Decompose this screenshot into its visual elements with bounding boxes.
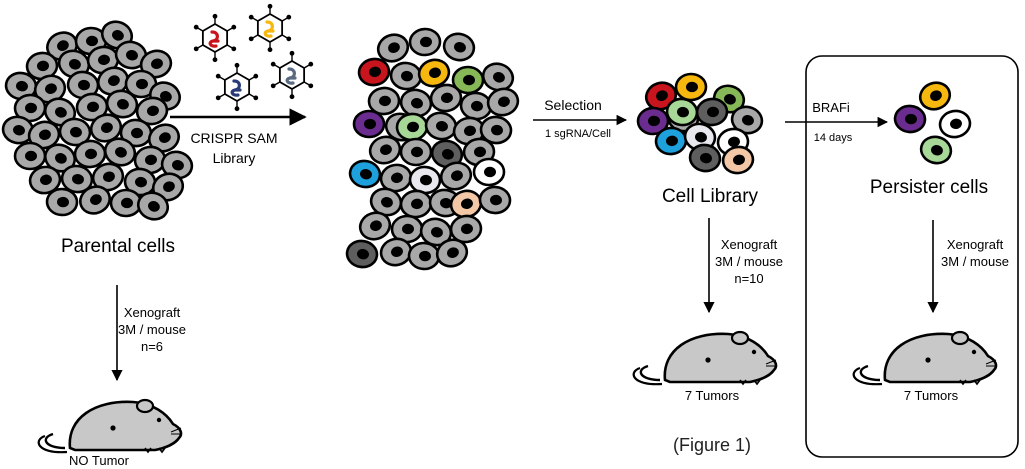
virus-icon	[215, 62, 259, 112]
cell	[151, 172, 185, 202]
cell	[407, 241, 441, 271]
cell	[429, 83, 463, 113]
cell	[479, 115, 513, 145]
cell	[60, 164, 94, 194]
library-label: Library	[213, 150, 256, 166]
cell	[419, 217, 453, 247]
cell	[89, 113, 123, 143]
crispr-label: CRISPR SAM	[190, 130, 277, 146]
cell	[389, 61, 423, 91]
cell	[357, 57, 391, 87]
transduced-cell-cluster	[345, 27, 520, 271]
cell	[28, 165, 62, 195]
sgrna-label: 1 sgRNA/Cell	[545, 128, 611, 140]
cell	[345, 239, 379, 269]
cell	[91, 162, 125, 192]
virus-icon	[193, 13, 237, 63]
persister-cells-title: Persister cells	[870, 177, 988, 198]
cell	[13, 141, 47, 171]
virus-particles	[193, 3, 314, 112]
cell	[408, 27, 442, 57]
cell	[352, 109, 386, 139]
cell	[27, 120, 61, 150]
cell	[13, 93, 47, 123]
virus-icon	[270, 50, 314, 100]
selection-label: Selection	[544, 97, 602, 113]
virus-icon	[248, 3, 292, 53]
cell	[918, 81, 952, 111]
mouse-icon	[852, 330, 998, 386]
parental-cells-title: Parental cells	[61, 236, 175, 257]
n-label-1: n=6	[141, 339, 163, 354]
dose-label-2: 3M / mouse	[715, 254, 783, 269]
cell	[399, 137, 433, 167]
mouse-icon	[37, 398, 183, 454]
cell	[105, 89, 139, 119]
cell	[472, 157, 506, 187]
xenograft-label-1: Xenograft	[124, 305, 181, 320]
parental-cell-cluster	[1, 20, 194, 221]
cell	[417, 58, 451, 88]
cell	[25, 51, 59, 81]
persister-cell-cluster	[893, 81, 972, 165]
cell	[358, 211, 392, 241]
cell	[369, 187, 403, 217]
cell	[481, 62, 515, 92]
cell	[399, 189, 433, 219]
cell	[408, 165, 442, 195]
cell	[938, 109, 972, 139]
tumors-label-right: 7 Tumors	[904, 388, 959, 403]
cell	[893, 104, 927, 134]
cell	[439, 161, 473, 191]
cell	[478, 185, 512, 215]
cell	[442, 32, 476, 62]
n-label-2: n=10	[734, 271, 763, 286]
brafi-label: BRAFi	[812, 100, 850, 115]
cell	[721, 145, 755, 175]
tumors-label-left: 7 Tumors	[685, 388, 740, 403]
mouse-icon	[632, 330, 778, 386]
cell	[654, 126, 688, 156]
cell	[136, 191, 170, 221]
cell-library-cluster	[636, 72, 764, 175]
xenograft-label-3: Xenograft	[947, 237, 1004, 252]
cell	[430, 139, 464, 169]
cell	[486, 87, 520, 117]
persister-box	[805, 55, 1019, 458]
cell	[139, 49, 173, 79]
cell	[58, 117, 92, 147]
cell	[399, 88, 433, 118]
cell	[367, 86, 401, 116]
cell	[395, 112, 429, 142]
cell	[919, 135, 953, 165]
cell	[674, 72, 708, 102]
cell	[147, 123, 181, 153]
cell	[368, 135, 402, 165]
cell	[688, 143, 722, 173]
cell	[376, 33, 410, 63]
days-label: 14 days	[814, 132, 853, 144]
dose-label-3: 3M / mouse	[941, 254, 1009, 269]
cell	[73, 139, 107, 169]
cell-library-title: Cell Library	[662, 186, 759, 207]
xenograft-label-2: Xenograft	[721, 237, 778, 252]
cell	[79, 185, 111, 215]
cell	[348, 159, 382, 189]
cell	[695, 97, 729, 127]
no-tumor-label: NO Tumor	[69, 453, 130, 468]
cell	[665, 97, 699, 127]
cell	[135, 96, 169, 126]
cell	[109, 188, 143, 218]
cell	[424, 111, 458, 141]
cell	[644, 81, 678, 111]
figure-caption: (Figure 1)	[673, 435, 751, 455]
cell	[45, 187, 79, 217]
dose-label-1: 3M / mouse	[118, 322, 186, 337]
cell	[449, 214, 483, 244]
cell	[435, 238, 469, 268]
